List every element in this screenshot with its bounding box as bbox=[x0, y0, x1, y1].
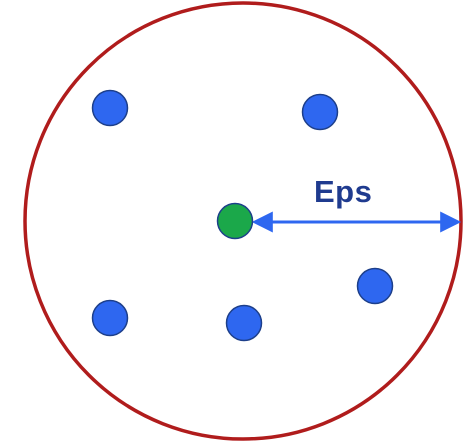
neighbor-point bbox=[91, 299, 129, 337]
core-point bbox=[216, 202, 254, 240]
neighbor-point bbox=[301, 93, 339, 131]
neighbor-point bbox=[356, 267, 394, 305]
neighbor-point bbox=[91, 89, 129, 127]
eps-radius-label: Eps bbox=[314, 174, 373, 209]
neighbor-point bbox=[225, 304, 263, 342]
